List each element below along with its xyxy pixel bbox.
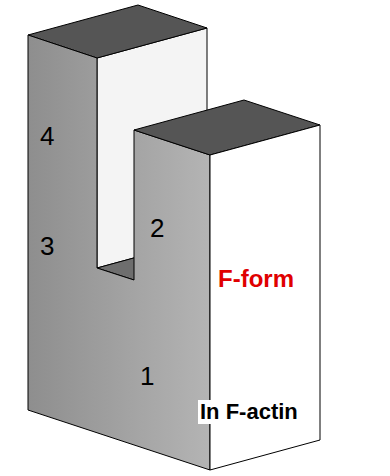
subdomain-number: 2 <box>150 214 164 243</box>
form-label: F-form <box>218 266 294 292</box>
subdomain-number: 3 <box>40 232 54 261</box>
subdomain-number: 1 <box>140 362 154 391</box>
subdomain-number: 4 <box>40 122 54 151</box>
state-label: In F-actin <box>198 400 300 424</box>
side-face <box>28 35 210 470</box>
